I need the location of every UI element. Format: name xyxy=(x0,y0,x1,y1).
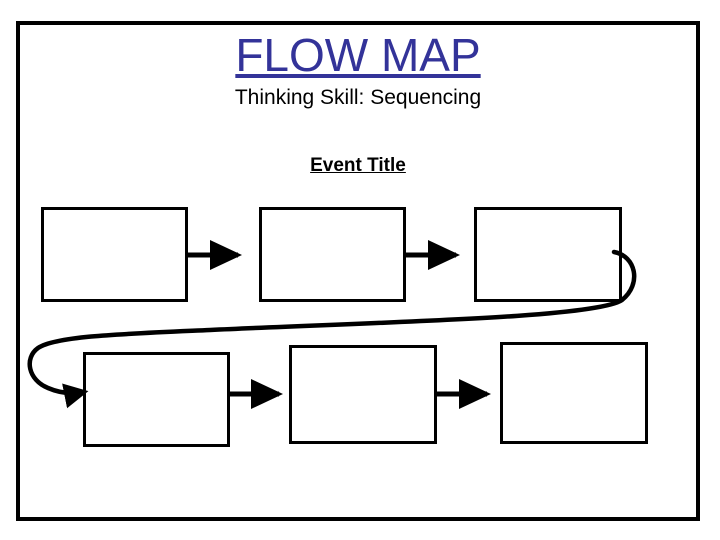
event-box-1[interactable] xyxy=(41,207,188,302)
page-title: FLOW MAP xyxy=(235,29,481,81)
page-subtitle: Thinking Skill: Sequencing xyxy=(234,86,482,109)
event-box-5[interactable] xyxy=(289,345,437,444)
event-box-2[interactable] xyxy=(259,207,406,302)
title-block: FLOW MAP Thinking Skill: Sequencing xyxy=(16,30,700,111)
event-box-6[interactable] xyxy=(500,342,648,444)
event-box-3[interactable] xyxy=(474,207,622,302)
event-box-4[interactable] xyxy=(83,352,230,447)
event-title-heading: Event Title xyxy=(310,155,406,176)
